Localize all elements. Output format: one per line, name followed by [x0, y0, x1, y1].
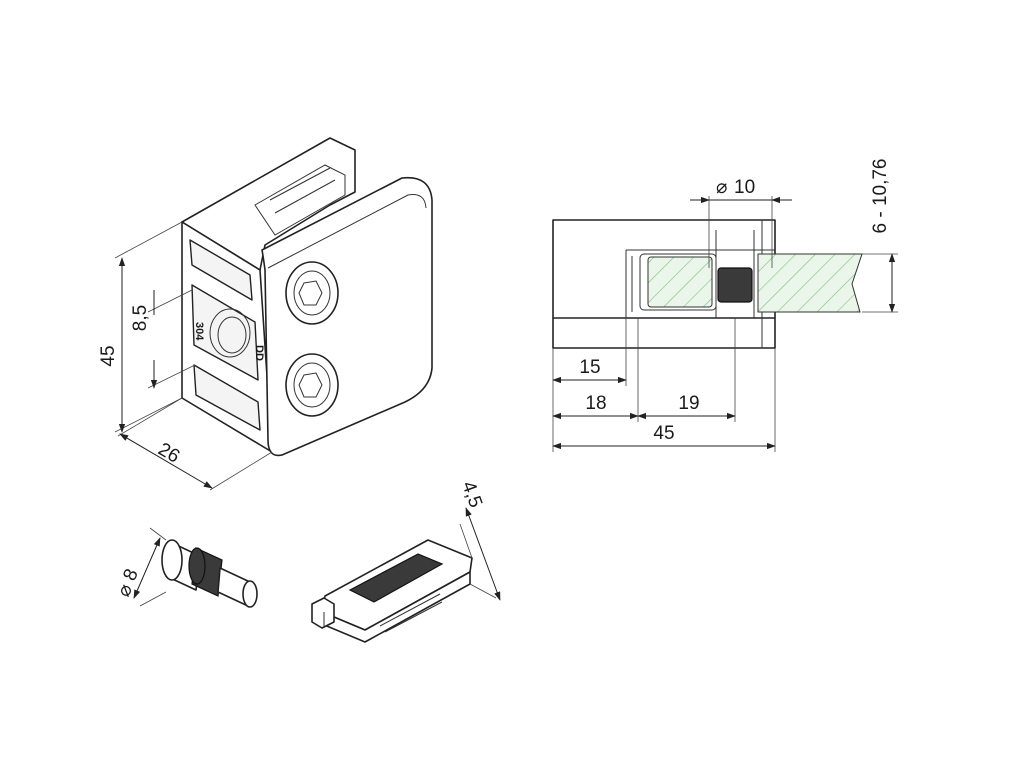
iso-clamp-view: 304 DD 45 8,5 26 [98, 137, 433, 491]
material-marking: 304 [193, 322, 205, 341]
dim-glass-thickness-label: 6 - 10,76 [870, 159, 891, 234]
dim-19-label: 19 [678, 393, 699, 414]
screw-bottom-icon [285, 353, 339, 417]
glass-inside-slot [647, 256, 713, 308]
clamp-pin-hole [209, 308, 251, 358]
clamp-left-pocket-bot [193, 364, 261, 431]
dim-hole-offset-label: 8,5 [130, 305, 151, 331]
side-marking: DD [253, 345, 265, 361]
glass-panel [757, 253, 863, 313]
dim-pin-diameter-label: 10 [734, 177, 755, 198]
dim-pad-thickness-label: 4,5 [457, 479, 486, 511]
dim-pin-diameter-symbol: ⌀ [113, 581, 137, 600]
dim-overall-width-label: 45 [653, 423, 674, 444]
pin-part-view: ⌀ 8 [113, 527, 258, 608]
screw-top-icon [285, 261, 339, 325]
clamp-back-top [181, 137, 356, 271]
dim-15-label: 15 [579, 357, 600, 378]
dim-18-label: 18 [585, 393, 606, 414]
section-view: ⌀ 10 6 - 10,76 15 18 19 45 [552, 159, 898, 452]
dim-pin-diameter-label: 8 [119, 566, 142, 584]
dim-height-label: 45 [98, 345, 119, 366]
pad-clip-left [311, 597, 335, 629]
dim-depth-label: 26 [154, 439, 183, 468]
pad-rubber-insert [348, 553, 444, 603]
clamp-top-slot [254, 164, 346, 236]
pad-part-view: 4,5 [311, 479, 501, 643]
dim-diameter-symbol: ⌀ [716, 177, 727, 198]
clamp-left-pocket-top [189, 239, 253, 301]
pin-gasket [717, 267, 753, 303]
